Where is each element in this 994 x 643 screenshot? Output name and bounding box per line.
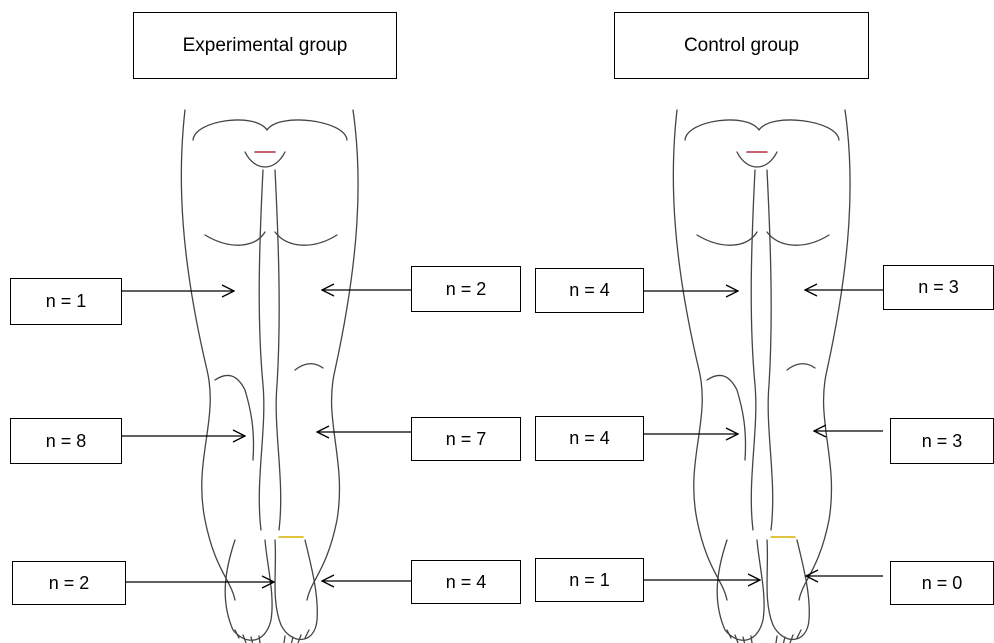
count-exp-right-foot: n = 4: [411, 560, 521, 604]
title-experimental-group: Experimental group: [133, 12, 397, 79]
count-exp-left-thigh: n = 1: [10, 278, 122, 325]
legs-illustration-control: [673, 110, 850, 643]
count-ctrl-left-foot: n = 1: [535, 558, 644, 602]
count-ctrl-left-thigh: n = 4: [535, 268, 644, 313]
count-exp-left-calf: n = 8: [10, 418, 122, 464]
count-ctrl-right-thigh: n = 3: [883, 265, 994, 310]
count-ctrl-left-calf: n = 4: [535, 416, 644, 461]
count-exp-right-thigh: n = 2: [411, 266, 521, 312]
legs-illustration-experimental: [181, 110, 358, 643]
count-exp-left-foot: n = 2: [12, 561, 126, 605]
count-ctrl-right-calf: n = 3: [890, 418, 994, 464]
count-ctrl-right-foot: n = 0: [890, 561, 994, 605]
title-control-group: Control group: [614, 12, 869, 79]
count-exp-right-calf: n = 7: [411, 417, 521, 461]
